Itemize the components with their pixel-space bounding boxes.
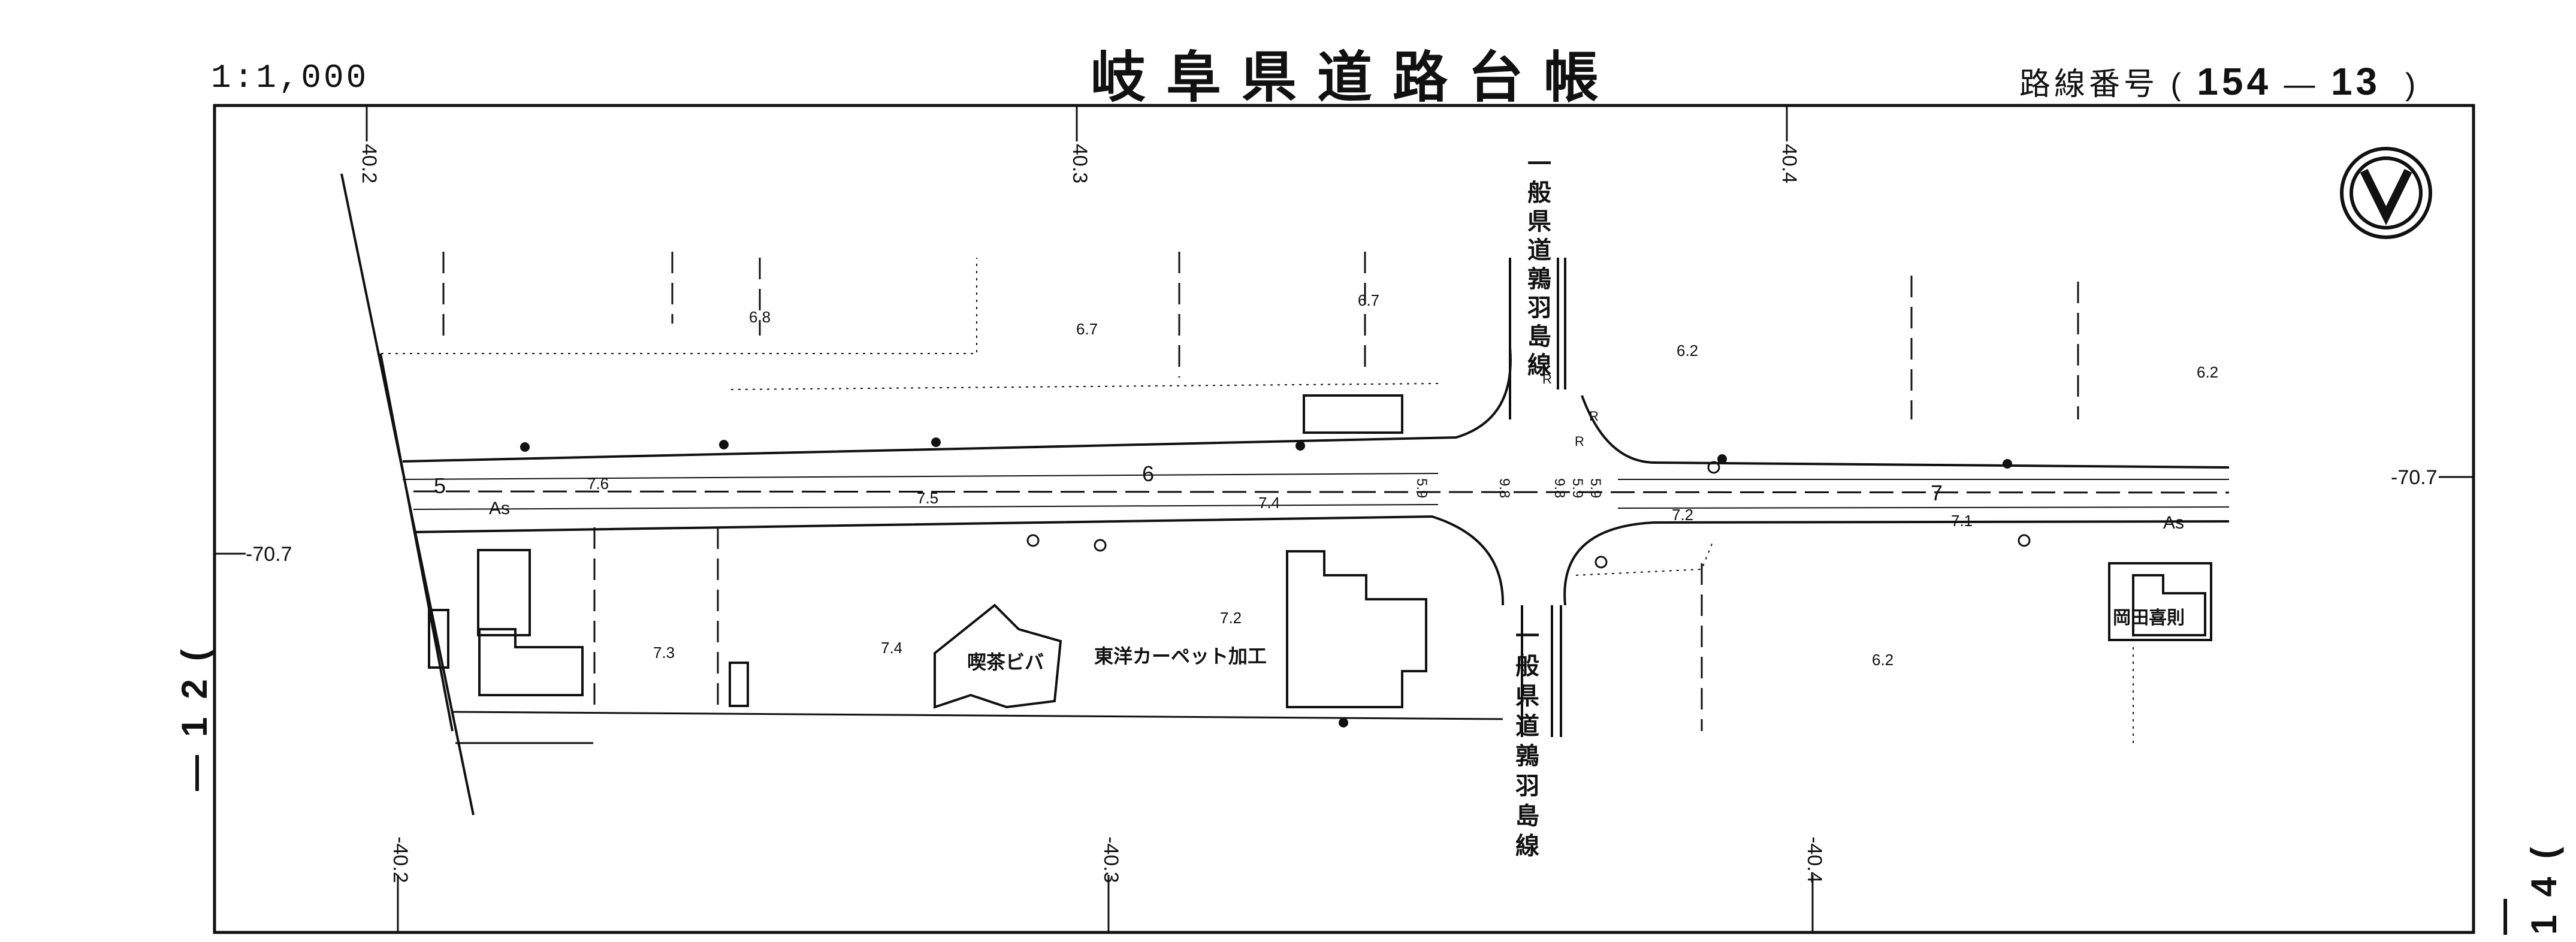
- building-label-okada: 岡田喜則: [2113, 608, 2185, 628]
- road-width: 9.8: [1496, 478, 1512, 499]
- elevation: 6.7: [1076, 320, 1098, 338]
- station-7: 7: [1931, 481, 1943, 505]
- elevation: 6.7: [1358, 291, 1380, 309]
- elevation: 6.2: [2197, 363, 2219, 381]
- road-edge-south-east: [1563, 520, 2230, 606]
- signal-mark: R: [1542, 372, 1552, 387]
- elevation: 7.4: [1258, 494, 1281, 512]
- elevation: 7.2: [1220, 609, 1242, 627]
- chainage-top-2: 40.3: [1068, 144, 1091, 184]
- elevation: 7.4: [881, 639, 903, 657]
- building-small: [729, 662, 749, 707]
- chainage-top-1: 40.2: [358, 144, 380, 184]
- signal-mark: R: [1575, 434, 1584, 449]
- elevation: 6.2: [1872, 651, 1894, 669]
- building-label-kissa-viva: 喫茶ビバ: [967, 651, 1044, 673]
- elevation: 7.3: [653, 644, 675, 662]
- building-kissa-viva: [934, 603, 1062, 709]
- road-width: 5.9: [1414, 478, 1430, 499]
- pavement-label-east: As: [2163, 513, 2185, 533]
- road-centerline: [413, 490, 2230, 494]
- elevation: 6.8: [749, 308, 771, 326]
- road-edge-south-west: [413, 515, 1505, 606]
- elevation: 7.5: [917, 489, 939, 507]
- building-label-toyo-carpet: 東洋カーペット加工: [1094, 645, 1267, 667]
- chainage-bottom-1: -40.2: [389, 837, 412, 883]
- north-arrow-icon: [2340, 147, 2432, 239]
- building-north: [1303, 394, 1403, 434]
- pavement-label-west: As: [489, 499, 511, 518]
- building-west-1: [477, 549, 531, 636]
- road-width: 5.9: [1587, 478, 1603, 499]
- route-paren-close: ): [2393, 67, 2420, 102]
- map-scale: 1:1,000: [211, 59, 369, 97]
- crossing-road-south: [1521, 605, 1562, 737]
- road-edge-north-west: [402, 347, 1512, 463]
- route-number: 路線番号 ( 154 — 13 ): [2019, 59, 2419, 104]
- crossing-road-name-north: 一般県道鶉羽島線: [1524, 151, 1550, 381]
- elevation: 6.2: [1677, 342, 1699, 360]
- road-width: 5.9: [1569, 478, 1586, 499]
- crossing-road-name-south: 一般県道鶉羽島線: [1512, 623, 1538, 863]
- elevation: 7.2: [1672, 506, 1694, 524]
- building-west-3: [428, 609, 449, 669]
- page-title: 岐阜県道路台帳: [1091, 45, 1620, 110]
- west-road: [340, 173, 475, 816]
- offset-right: -70.7: [2391, 466, 2438, 489]
- route-number-a: 154: [2197, 60, 2272, 103]
- route-dash: —: [2284, 67, 2331, 102]
- chainage-top-3: 40.4: [1778, 144, 1801, 184]
- chainage-bottom-3: -40.4: [1803, 837, 1826, 883]
- building-okada: [2108, 562, 2212, 641]
- elevation: 7.6: [587, 475, 609, 493]
- offset-left: -70.7: [246, 543, 292, 566]
- chainage-bottom-2: -40.3: [1100, 837, 1122, 883]
- map-frame: [213, 104, 2475, 934]
- road-edge-north-east: [1581, 395, 2230, 469]
- route-number-b: 13: [2330, 60, 2381, 103]
- station-5: 5: [434, 473, 446, 498]
- elevation: 7.1: [1951, 512, 1973, 530]
- crossing-road-north: [1509, 258, 1566, 419]
- route-paren-open: (: [2170, 67, 2185, 102]
- road-width: 9.8: [1551, 478, 1568, 499]
- route-label: 路線番号: [2019, 67, 2159, 102]
- building-toyo-carpet: [1286, 550, 1427, 708]
- building-west-2: [478, 628, 584, 696]
- station-6: 6: [1142, 461, 1155, 486]
- signal-mark: R: [1589, 409, 1599, 424]
